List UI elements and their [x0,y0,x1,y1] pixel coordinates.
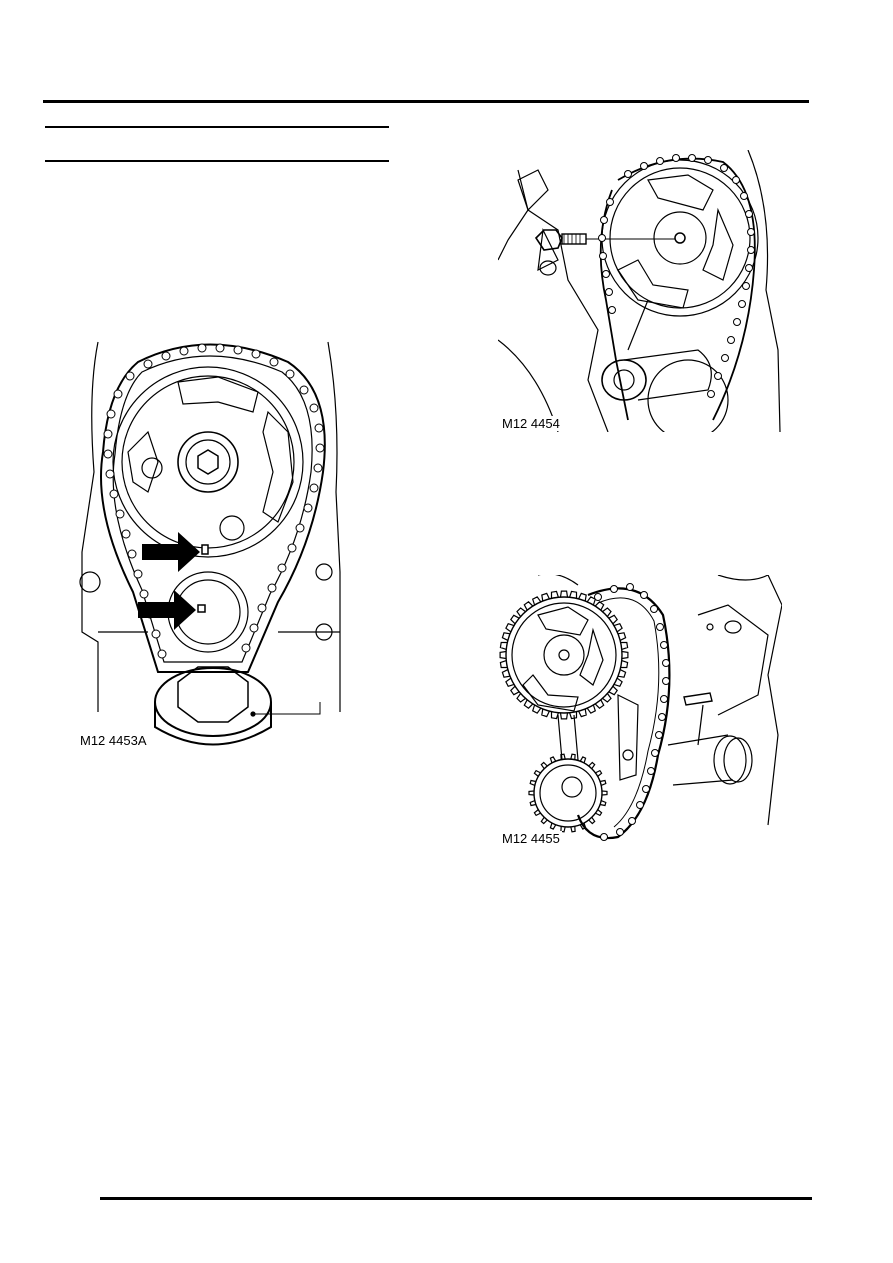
footer-rule [100,1197,812,1200]
figure-timing-chain: M12 4455 [498,575,782,845]
timing-gears-alignment-arrows-illustration [79,341,341,746]
alignment-arrow-upper [142,532,200,572]
figure-caption: M12 4454 [500,416,562,431]
camshaft-bolt-removal-illustration [498,150,781,432]
figure-camshaft-bolt: M12 4454 [498,150,782,432]
section-rule-upper [45,126,389,128]
figure-caption: M12 4455 [500,831,562,845]
figure-timing-alignment: M12 4453A [78,332,350,748]
header-rule-top [43,100,809,103]
figure-caption: M12 4453A [78,733,149,748]
section-rule-lower [45,160,389,162]
timing-chain-assembly-illustration [499,575,782,841]
alignment-arrow-lower [138,590,196,630]
